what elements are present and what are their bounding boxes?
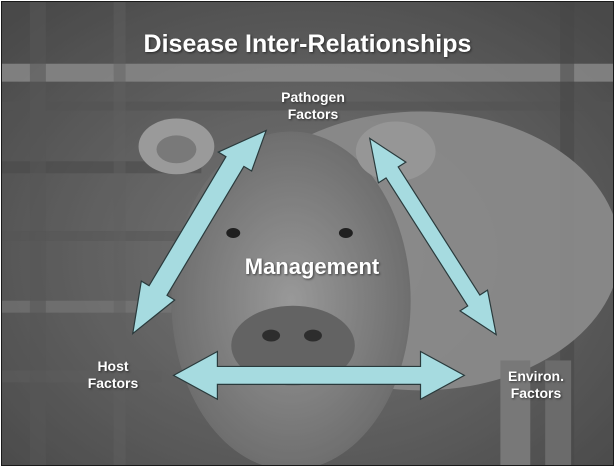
host-factors-node: Host Factors [58,358,168,392]
pathogen-factors-node: Pathogen Factors [258,89,368,123]
arrow-pathogen-environ [368,137,498,336]
arrow-host-pathogen [131,129,268,336]
arrow-host-environ [172,350,466,401]
management-label: Management [244,254,380,279]
pathogen-factors-label: Factors [287,105,339,122]
slide-title: Disease Inter-Relationships [143,30,472,58]
host-label: Host [97,358,129,374]
environ-factors-label: Factors [510,384,562,401]
environ-factors-node: Environ. Factors [481,368,591,402]
pathogen-label: Pathogen [281,89,345,105]
host-factors-label: Factors [87,374,139,391]
environ-label: Environ. [507,368,564,384]
